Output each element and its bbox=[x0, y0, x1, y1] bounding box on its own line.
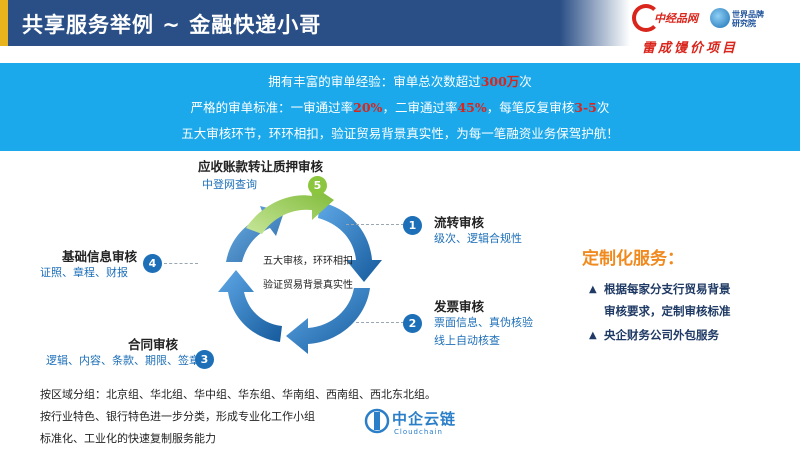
banner-line-1: 拥有丰富的审单经验：审单总次数超过300万次 bbox=[0, 71, 800, 90]
arrow-top-green bbox=[246, 184, 334, 234]
globe-icon bbox=[710, 8, 730, 28]
cycle-center-line2: 验证贸易背景真实性 bbox=[263, 280, 353, 291]
item1-title: 流转审核 bbox=[434, 215, 485, 230]
item4-number: 4 bbox=[143, 254, 162, 273]
item2-sub2: 线上自动核查 bbox=[434, 334, 500, 347]
logo: 中经品网 世界品牌 研究院 雷成馒价项目 bbox=[632, 4, 797, 58]
bottom-line-3: 标准化、工业化的快速复制服务能力 bbox=[40, 432, 216, 445]
logo-right-line2: 研究院 bbox=[732, 19, 756, 28]
item2-sub1: 票面信息、真伪核验 bbox=[434, 316, 533, 329]
header-bar bbox=[0, 0, 600, 46]
banner-line2-mid2: ，每笔反复审核 bbox=[486, 100, 575, 115]
item3-sub: 逻辑、内容、条款、期限、签章 bbox=[46, 354, 200, 367]
banner-line1-pre: 拥有丰富的审单经验：审单总次数超过 bbox=[268, 74, 481, 89]
cycle-diagram bbox=[218, 184, 382, 354]
logo-slogan: 雷成馒价项目 bbox=[642, 41, 739, 56]
bottom-line-1: 按区域分组：北京组、华北组、华中组、华东组、华南组、西南组、西北东北组。 bbox=[40, 388, 436, 401]
header: 共享服务举例 ~ 金融快递小哥 bbox=[0, 0, 800, 46]
item5-sub: 中登网查询 bbox=[202, 178, 257, 191]
banner-line1-post: 次 bbox=[519, 74, 532, 89]
arrow-bottom-right bbox=[286, 288, 370, 354]
item5-title: 应收账款转让质押审核 bbox=[198, 159, 324, 174]
cloudchain-name: 中企云链 bbox=[392, 410, 457, 428]
arrow-bottom-left bbox=[218, 270, 282, 342]
c-logo-icon bbox=[632, 4, 660, 32]
banner-line2-hl2: 45% bbox=[457, 100, 487, 115]
banner-line2-pre: 严格的审单标准：一审通过率 bbox=[190, 100, 354, 115]
item1-number: 1 bbox=[403, 216, 422, 235]
item2-title: 发票审核 bbox=[434, 299, 485, 314]
cycle-center-text: 五大审核，环环相扣 验证贸易背景真实性 bbox=[238, 250, 378, 298]
banner: 拥有丰富的审单经验：审单总次数超过300万次 严格的审单标准：一审通过率20%，… bbox=[0, 63, 800, 151]
item5-number: 5 bbox=[308, 176, 327, 195]
bottom-line-2: 按行业特色、银行特色进一步分类，形成专业化工作小组 bbox=[40, 410, 315, 423]
header-fade bbox=[560, 0, 630, 46]
cloudchain-icon bbox=[364, 408, 390, 434]
cloudchain-sub: Cloudchain bbox=[394, 428, 443, 436]
banner-line-2: 严格的审单标准：一审通过率20%，二审通过率45%，每笔反复审核3-5次 bbox=[0, 97, 800, 116]
item1-sub: 级次、逻辑合规性 bbox=[434, 232, 522, 245]
item4-sub: 证照、章程、财报 bbox=[40, 266, 128, 279]
logo-left-text: 中经品网 bbox=[654, 12, 698, 25]
item4-connector bbox=[164, 263, 198, 264]
banner-line2-post: 次 bbox=[596, 100, 610, 115]
banner-line1-highlight: 300万 bbox=[480, 74, 520, 89]
custom-title: 定制化服务： bbox=[582, 249, 684, 269]
banner-line-3: 五大审核环节，环环相扣，验证贸易背景真实性，为每一笔融资业务保驾护航！ bbox=[181, 126, 619, 141]
item4-title: 基础信息审核 bbox=[62, 249, 138, 264]
arrow-top-right bbox=[318, 202, 382, 282]
item2-connector bbox=[356, 322, 404, 323]
logo-right-line1: 世界品牌 bbox=[732, 10, 764, 19]
banner-line2-mid: ，二审通过率 bbox=[382, 100, 458, 115]
banner-line2-hl3: 3-5 bbox=[574, 100, 597, 115]
logo-right-text: 世界品牌 研究院 bbox=[732, 10, 764, 28]
custom-bullet-2: ▲ bbox=[589, 330, 597, 341]
header-accent bbox=[0, 0, 8, 46]
page-title: 共享服务举例 ~ 金融快递小哥 bbox=[22, 13, 322, 37]
item2-number: 2 bbox=[403, 314, 422, 333]
item3-number: 3 bbox=[195, 350, 214, 369]
banner-line2-hl1: 20% bbox=[353, 100, 383, 115]
custom-item1-line1: 根据每家分支行贸易背景 bbox=[604, 282, 731, 296]
custom-item1-line2: 审核要求，定制审核标准 bbox=[604, 304, 731, 318]
cloudchain-logo: 中企云链 Cloudchain bbox=[364, 406, 464, 446]
custom-bullet-1: ▲ bbox=[589, 284, 597, 295]
item3-title: 合同审核 bbox=[128, 337, 179, 352]
custom-item2: 央企财务公司外包服务 bbox=[604, 328, 719, 342]
item1-connector bbox=[346, 224, 404, 225]
cycle-center-line1: 五大审核，环环相扣 bbox=[263, 256, 353, 267]
